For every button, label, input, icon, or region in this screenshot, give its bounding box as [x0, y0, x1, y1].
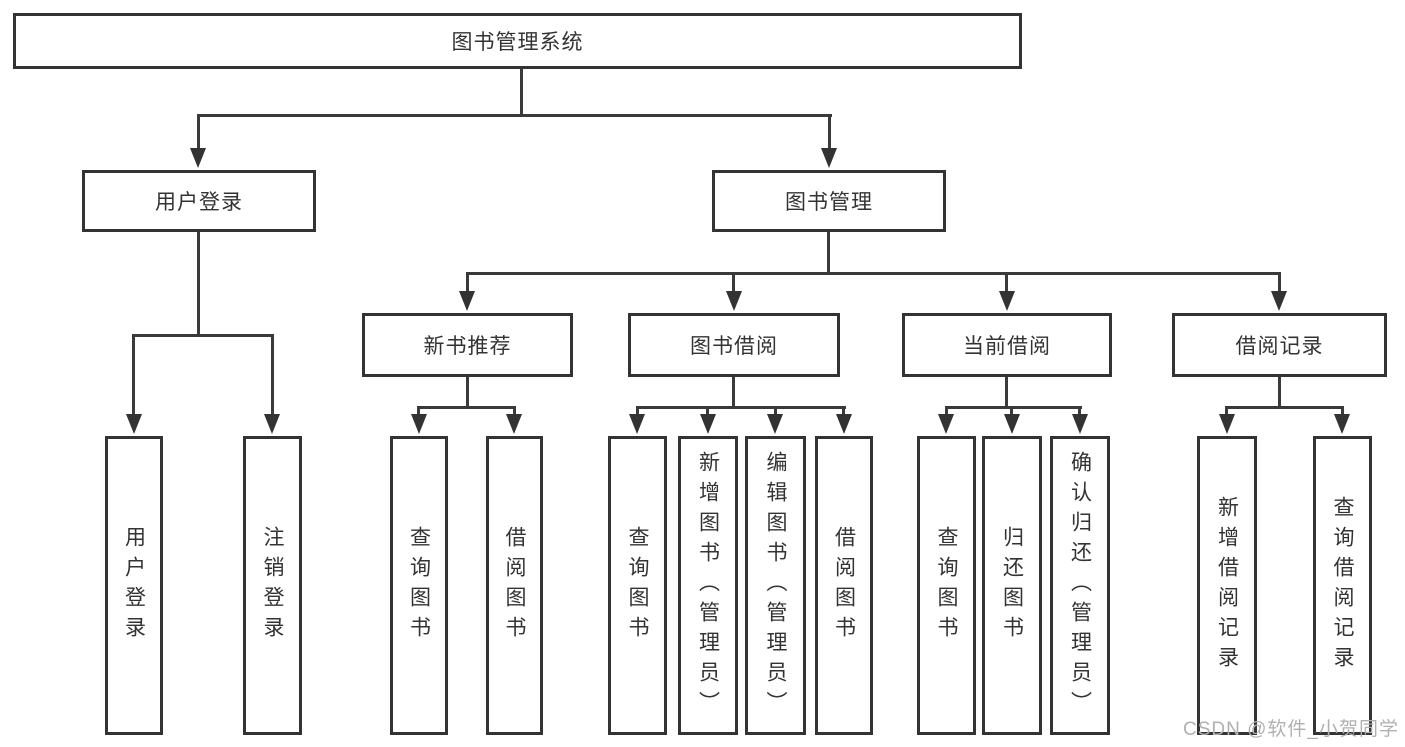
leaf-label: 确认归还（管理员）: [1068, 450, 1092, 721]
leaf-borrow-book: 借阅图书: [815, 436, 873, 735]
leaf-label: 查询图书: [935, 525, 958, 646]
arrow-down-icon: [938, 414, 954, 434]
connector-line: [513, 406, 516, 415]
connector-to-book-management: [828, 114, 831, 148]
arrow-down-icon: [1219, 414, 1235, 434]
connector-root-stem: [520, 69, 523, 114]
leaf-query-borrow-record: 查询借阅记录: [1313, 436, 1372, 735]
leaf-label: 注销登录: [261, 525, 284, 646]
leaf-label: 新增借阅记录: [1215, 495, 1239, 676]
connector-line: [1225, 406, 1228, 415]
node-book-borrowing: 图书借阅: [628, 313, 840, 377]
node-user-login-label: 用户登录: [155, 191, 243, 214]
arrow-down-icon: [700, 414, 716, 434]
connector-to-user-login: [197, 114, 200, 148]
connector-line: [1078, 406, 1081, 415]
leaf-label: 借阅图书: [832, 525, 856, 646]
connector-line: [1341, 406, 1344, 415]
arrow-down-icon: [190, 148, 206, 168]
leaf-query-book: 查询图书: [608, 436, 667, 735]
connector-line: [271, 334, 274, 414]
node-current-borrowing-label: 当前借阅: [963, 335, 1051, 358]
connector-line: [945, 406, 948, 415]
arrow-down-icon: [767, 414, 783, 434]
connector-line: [466, 272, 469, 292]
connector-line: [636, 406, 639, 415]
node-new-book-recommendation: 新书推荐: [362, 313, 573, 377]
node-root-label: 图书管理系统: [451, 31, 584, 54]
connector-line: [842, 406, 845, 415]
node-book-management-label: 图书管理: [785, 191, 873, 214]
leaf-query-book: 查询图书: [390, 436, 448, 735]
csdn-watermark: CSDN @软件_小贺同学: [1183, 719, 1399, 740]
arrow-down-icon: [1072, 414, 1088, 434]
leaf-confirm-return-admin: 确认归还（管理员）: [1050, 436, 1110, 735]
node-book-borrowing-label: 图书借阅: [690, 335, 778, 358]
connector-line: [1278, 272, 1281, 292]
arrow-down-icon: [506, 414, 522, 434]
connector-book-management-stem: [827, 232, 830, 272]
connector-line: [1010, 406, 1013, 415]
node-borrowing-records-label: 借阅记录: [1235, 335, 1324, 358]
arrow-down-icon: [1271, 291, 1287, 311]
node-borrowing-records: 借阅记录: [1172, 313, 1387, 377]
leaf-label: 查询图书: [626, 525, 649, 646]
node-new-book-recommendation-label: 新书推荐: [423, 335, 512, 358]
arrow-down-icon: [459, 291, 475, 311]
arrow-down-icon: [999, 291, 1015, 311]
arrow-down-icon: [726, 291, 742, 311]
connector-line: [417, 406, 420, 415]
connector-group-stem: [732, 377, 735, 406]
node-current-borrowing: 当前借阅: [902, 313, 1112, 377]
connector-line: [1005, 272, 1008, 292]
connector-root-branch-bar: [197, 114, 832, 117]
node-user-login: 用户登录: [82, 170, 316, 232]
leaf-add-borrow-record: 新增借阅记录: [1197, 436, 1257, 735]
leaf-add-book-admin: 新增图书（管理员）: [678, 436, 738, 735]
connector-group-stem: [466, 377, 469, 406]
connector-group-bar: [1225, 406, 1344, 409]
arrow-down-icon: [411, 414, 427, 434]
leaf-edit-book-admin: 编辑图书（管理员）: [745, 436, 806, 735]
connector-group-stem: [1278, 377, 1281, 406]
leaf-label: 用户登录: [122, 525, 146, 646]
leaf-query-book: 查询图书: [917, 436, 976, 735]
leaf-label: 查询借阅记录: [1331, 495, 1354, 676]
node-book-management: 图书管理: [712, 170, 946, 232]
connector-user-login-bar: [132, 334, 274, 337]
connector-user-login-stem: [197, 232, 200, 334]
arrow-down-icon: [1334, 414, 1350, 434]
connector-line: [774, 406, 777, 415]
leaf-label: 借阅图书: [503, 525, 526, 646]
leaf-label: 新增图书（管理员）: [696, 450, 720, 721]
leaf-user-login: 用户登录: [105, 436, 163, 735]
arrow-down-icon: [629, 414, 645, 434]
arrow-down-icon: [1004, 414, 1020, 434]
leaf-logout: 注销登录: [243, 436, 302, 735]
connector-book-management-bar: [466, 272, 1281, 275]
arrow-down-icon: [836, 414, 852, 434]
arrow-down-icon: [126, 414, 142, 434]
leaf-borrow-book: 借阅图书: [486, 436, 543, 735]
node-root: 图书管理系统: [13, 13, 1022, 69]
connector-group-bar: [636, 406, 846, 409]
connector-line: [132, 334, 135, 414]
leaf-label: 查询图书: [407, 525, 431, 646]
connector-group-bar: [945, 406, 1082, 409]
leaf-label: 归还图书: [1000, 525, 1024, 646]
connector-group-stem: [1005, 377, 1008, 406]
leaf-label: 编辑图书（管理员）: [764, 450, 787, 721]
arrow-down-icon: [821, 148, 837, 168]
connector-group-bar: [417, 406, 516, 409]
connector-line: [706, 406, 709, 415]
arrow-down-icon: [264, 414, 280, 434]
connector-line: [732, 272, 735, 292]
leaf-return-book: 归还图书: [982, 436, 1042, 735]
